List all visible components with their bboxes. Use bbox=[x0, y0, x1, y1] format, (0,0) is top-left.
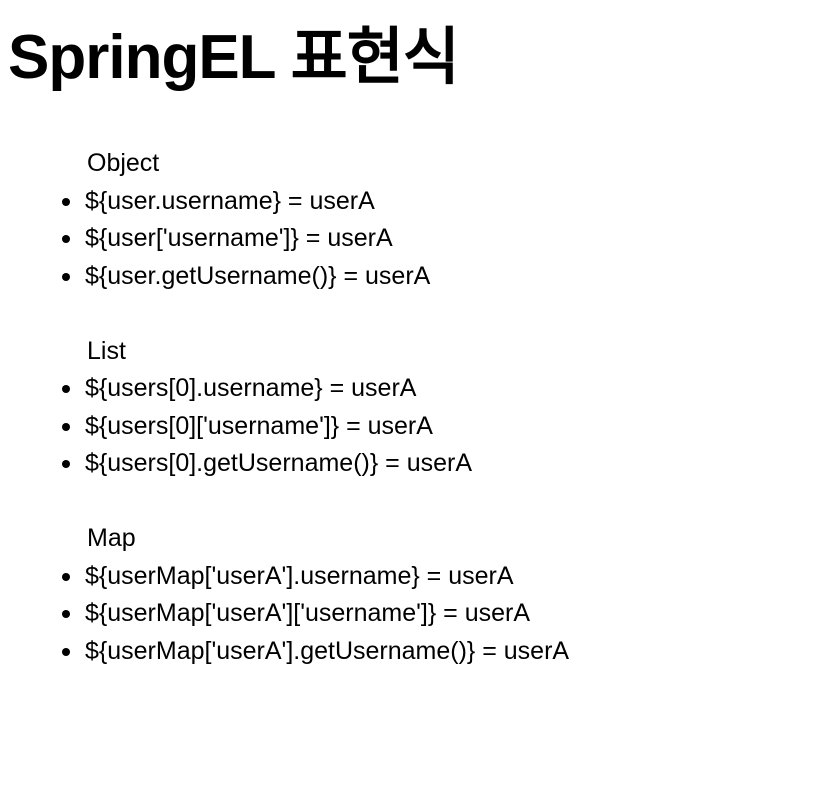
list-item: ${user.username} = userA bbox=[0, 183, 816, 221]
section-list: List ${users[0].username} = userA ${user… bbox=[0, 333, 816, 483]
section-label-map: Map bbox=[87, 524, 136, 553]
list-item: ${users[0]['username']} = userA bbox=[0, 408, 816, 446]
section-label-object: Object bbox=[87, 149, 160, 178]
expression-list-list: ${users[0].username} = userA ${users[0][… bbox=[0, 370, 816, 483]
list-item: ${user['username']} = userA bbox=[0, 220, 816, 258]
section-map: Map ${userMap['userA'].username} = userA… bbox=[0, 520, 816, 670]
list-item: ${users[0].username} = userA bbox=[0, 370, 816, 408]
list-item: ${userMap['userA'].username} = userA bbox=[0, 558, 816, 596]
list-item: ${userMap['userA']['username']} = userA bbox=[0, 595, 816, 633]
section-label-list: List bbox=[87, 336, 126, 365]
list-item: ${userMap['userA'].getUsername()} = user… bbox=[0, 633, 816, 671]
section-object: Object ${user.username} = userA ${user['… bbox=[0, 145, 816, 295]
list-item: ${user.getUsername()} = userA bbox=[0, 258, 816, 296]
page-title: SpringEL 표현식 bbox=[8, 23, 460, 92]
list-item: ${users[0].getUsername()} = userA bbox=[0, 445, 816, 483]
expression-list-map: ${userMap['userA'].username} = userA ${u… bbox=[0, 558, 816, 671]
expression-list-object: ${user.username} = userA ${user['usernam… bbox=[0, 183, 816, 296]
